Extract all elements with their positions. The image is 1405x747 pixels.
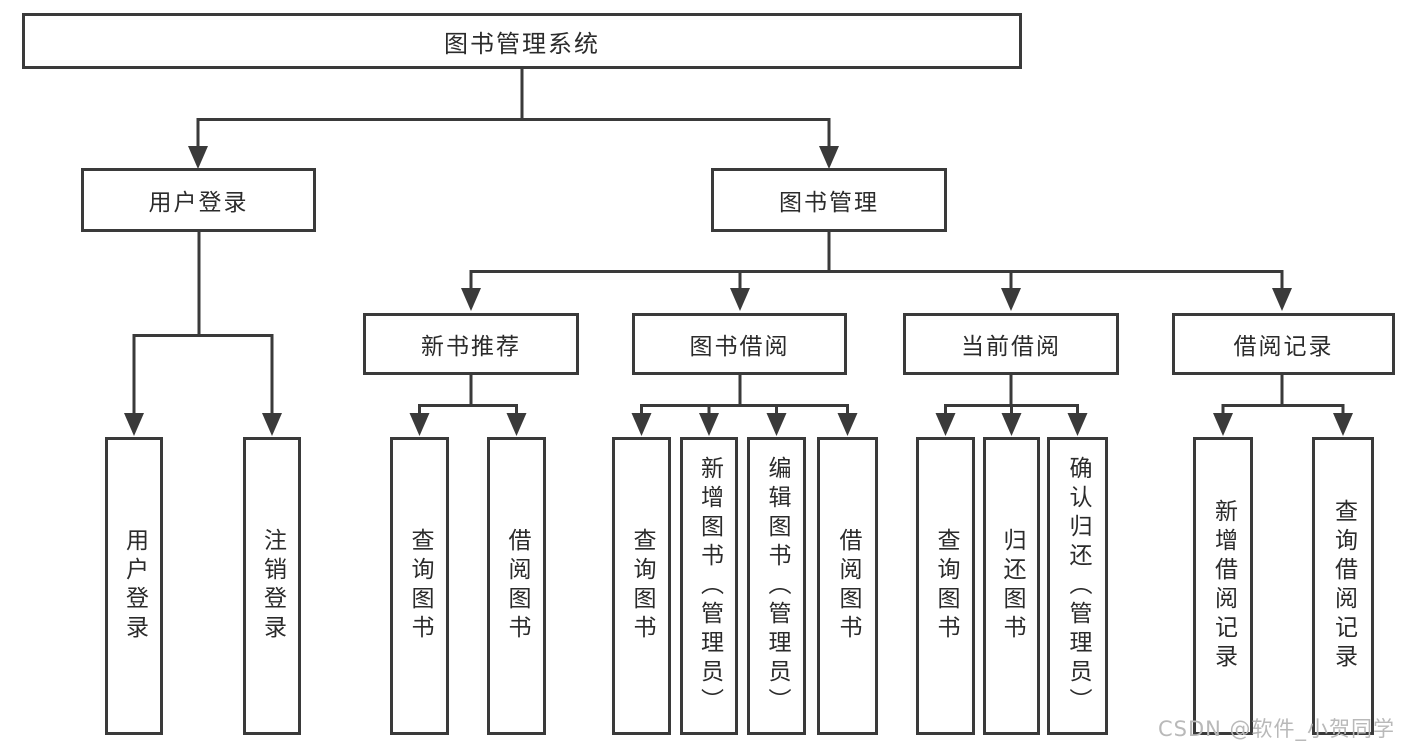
leaf-borrow-books-borrow: 借阅图书 [817,437,878,735]
leaf-query-books-current-label: 查询图书 [933,528,959,644]
node-user-login-label: 用户登录 [148,190,249,216]
leaf-query-books-borrow-label: 查询图书 [629,528,655,644]
node-book-borrowing-label: 图书借阅 [689,334,790,360]
leaf-add-book-admin: 新增图书（管理员） [680,437,738,735]
watermark-text: CSDN @软件_小贺同学 [1158,717,1396,741]
node-user-login: 用户登录 [81,168,316,232]
leaf-query-borrow-record-label: 查询借阅记录 [1330,499,1357,673]
leaf-logout: 注销登录 [243,437,301,735]
leaf-borrow-books-recommend: 借阅图书 [487,437,546,735]
leaf-borrow-books-recommend-label: 借阅图书 [504,528,530,644]
leaf-query-books-current: 查询图书 [916,437,975,735]
leaf-query-borrow-record: 查询借阅记录 [1312,437,1374,735]
leaf-add-book-admin-label: 新增图书（管理员） [696,455,723,717]
node-borrowing-records-label: 借阅记录 [1233,334,1334,360]
leaf-edit-book-admin-label: 编辑图书（管理员） [764,455,790,717]
leaf-user-login: 用户登录 [105,437,163,735]
leaf-return-book: 归还图书 [983,437,1040,735]
leaf-query-books-recommend: 查询图书 [390,437,449,735]
node-book-management-label: 图书管理 [779,190,879,216]
leaf-edit-book-admin: 编辑图书（管理员） [747,437,806,735]
leaf-user-login-label: 用户登录 [121,528,148,644]
leaf-query-books-recommend-label: 查询图书 [407,528,433,644]
leaf-confirm-return-admin-label: 确认归还（管理员） [1065,455,1091,717]
node-borrowing-records: 借阅记录 [1172,313,1395,375]
leaf-add-borrow-record: 新增借阅记录 [1193,437,1253,735]
leaf-add-borrow-record-label: 新增借阅记录 [1210,499,1237,673]
node-current-borrowing: 当前借阅 [903,313,1119,375]
leaf-confirm-return-admin: 确认归还（管理员） [1047,437,1108,735]
node-current-borrowing-label: 当前借阅 [961,334,1061,360]
leaf-query-books-borrow: 查询图书 [612,437,671,735]
node-new-book-recommendation: 新书推荐 [363,313,579,375]
leaf-borrow-books-borrow-label: 借阅图书 [835,528,861,644]
node-library-system-label: 图书管理系统 [444,29,600,58]
leaf-logout-label: 注销登录 [259,528,286,644]
leaf-return-book-label: 归还图书 [999,528,1025,644]
node-book-management: 图书管理 [711,168,947,232]
node-new-book-recommendation-label: 新书推荐 [421,334,521,360]
node-library-system: 图书管理系统 [22,13,1022,69]
node-book-borrowing: 图书借阅 [632,313,847,375]
